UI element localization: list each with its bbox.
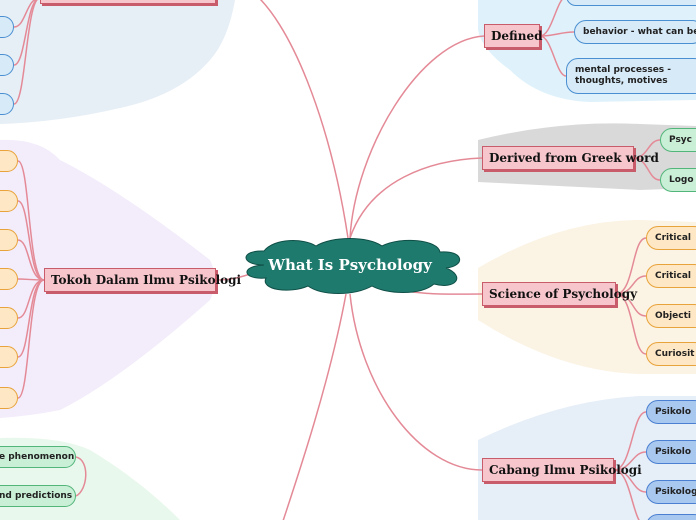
conn-top-left	[259, 0, 349, 239]
conn-defined	[349, 35, 485, 239]
conn-science-4	[615, 293, 647, 355]
derived-item-logos[interactable]: Logo	[660, 168, 696, 192]
node-defined[interactable]: Defined	[484, 24, 543, 48]
central-topic-label: What Is Psychology	[268, 256, 432, 274]
conn-top-left-1	[13, 0, 36, 28]
tokoh-item-5[interactable]	[0, 307, 18, 329]
conn-bottom-left	[282, 293, 347, 520]
conn-top-left-2	[13, 0, 38, 66]
conn-cabang	[349, 293, 483, 471]
science-item-1[interactable]: Critical	[646, 226, 696, 250]
node-cabang-ilmu-psikologi[interactable]: Cabang Ilmu Psikologi	[482, 458, 642, 482]
conn-cabang-2	[613, 451, 647, 471]
node-top-left-partial[interactable]	[40, 0, 216, 4]
cabang-item-3[interactable]: Psikolog	[646, 480, 696, 504]
defined-item-3[interactable]: mental processes - thoughts, motives	[566, 58, 696, 94]
tokoh-item-1[interactable]	[0, 150, 18, 172]
science-item-3[interactable]: Objecti	[646, 304, 696, 328]
conn-defined-3	[539, 35, 567, 77]
conn-derived-1	[633, 139, 661, 159]
derived-item-psyche[interactable]: Psyc	[660, 128, 696, 152]
cabang-item-1[interactable]: Psikolo	[646, 400, 696, 424]
conn-derived-2	[633, 157, 661, 181]
defined-item-1[interactable]	[566, 0, 696, 6]
central-topic[interactable]: What Is Psychology	[234, 236, 466, 294]
conn-cabang-4	[613, 469, 640, 520]
tokoh-item-2[interactable]	[0, 190, 18, 212]
conn-top-left-3	[13, 0, 39, 105]
conn-science-2	[615, 275, 647, 295]
tokoh-item-3[interactable]	[0, 229, 18, 251]
tokoh-item-4[interactable]	[0, 268, 18, 290]
node-derived-from-greek-word[interactable]: Derived from Greek word	[482, 146, 659, 170]
central-cloud-shape	[245, 238, 460, 294]
conn-bottom-left-1	[75, 456, 87, 497]
tokoh-item-7[interactable]	[0, 387, 18, 409]
conn-defined-1	[539, 0, 563, 37]
node-science-of-psychology[interactable]: Science of Psychology	[482, 282, 637, 306]
conn-defined-2	[539, 31, 575, 37]
conn-derived	[349, 157, 483, 239]
conn-cabang-1	[613, 411, 647, 471]
conn-tokoh-1	[17, 160, 45, 281]
node-tokoh-dalam-ilmu-psikologi[interactable]: Tokoh Dalam Ilmu Psikologi	[44, 268, 241, 292]
science-item-2[interactable]: Critical	[646, 264, 696, 288]
conn-tokoh-6	[17, 279, 45, 358]
tokoh-item-6[interactable]	[0, 346, 18, 368]
cabang-item-4[interactable]	[646, 514, 696, 520]
conn-tokoh-2	[17, 200, 45, 281]
cabang-item-2[interactable]: Psikolo	[646, 440, 696, 464]
bottom-left-item-1[interactable]: e phenomenon	[0, 446, 76, 468]
conn-tokoh-3	[17, 239, 45, 281]
science-item-4[interactable]: Curiosit	[646, 342, 696, 366]
conn-science-1	[615, 237, 647, 295]
defined-item-2[interactable]: behavior - what can be directly	[574, 20, 696, 44]
conn-tokoh-7	[17, 279, 45, 399]
bottom-left-item-2[interactable]: nd predictions	[0, 485, 76, 507]
